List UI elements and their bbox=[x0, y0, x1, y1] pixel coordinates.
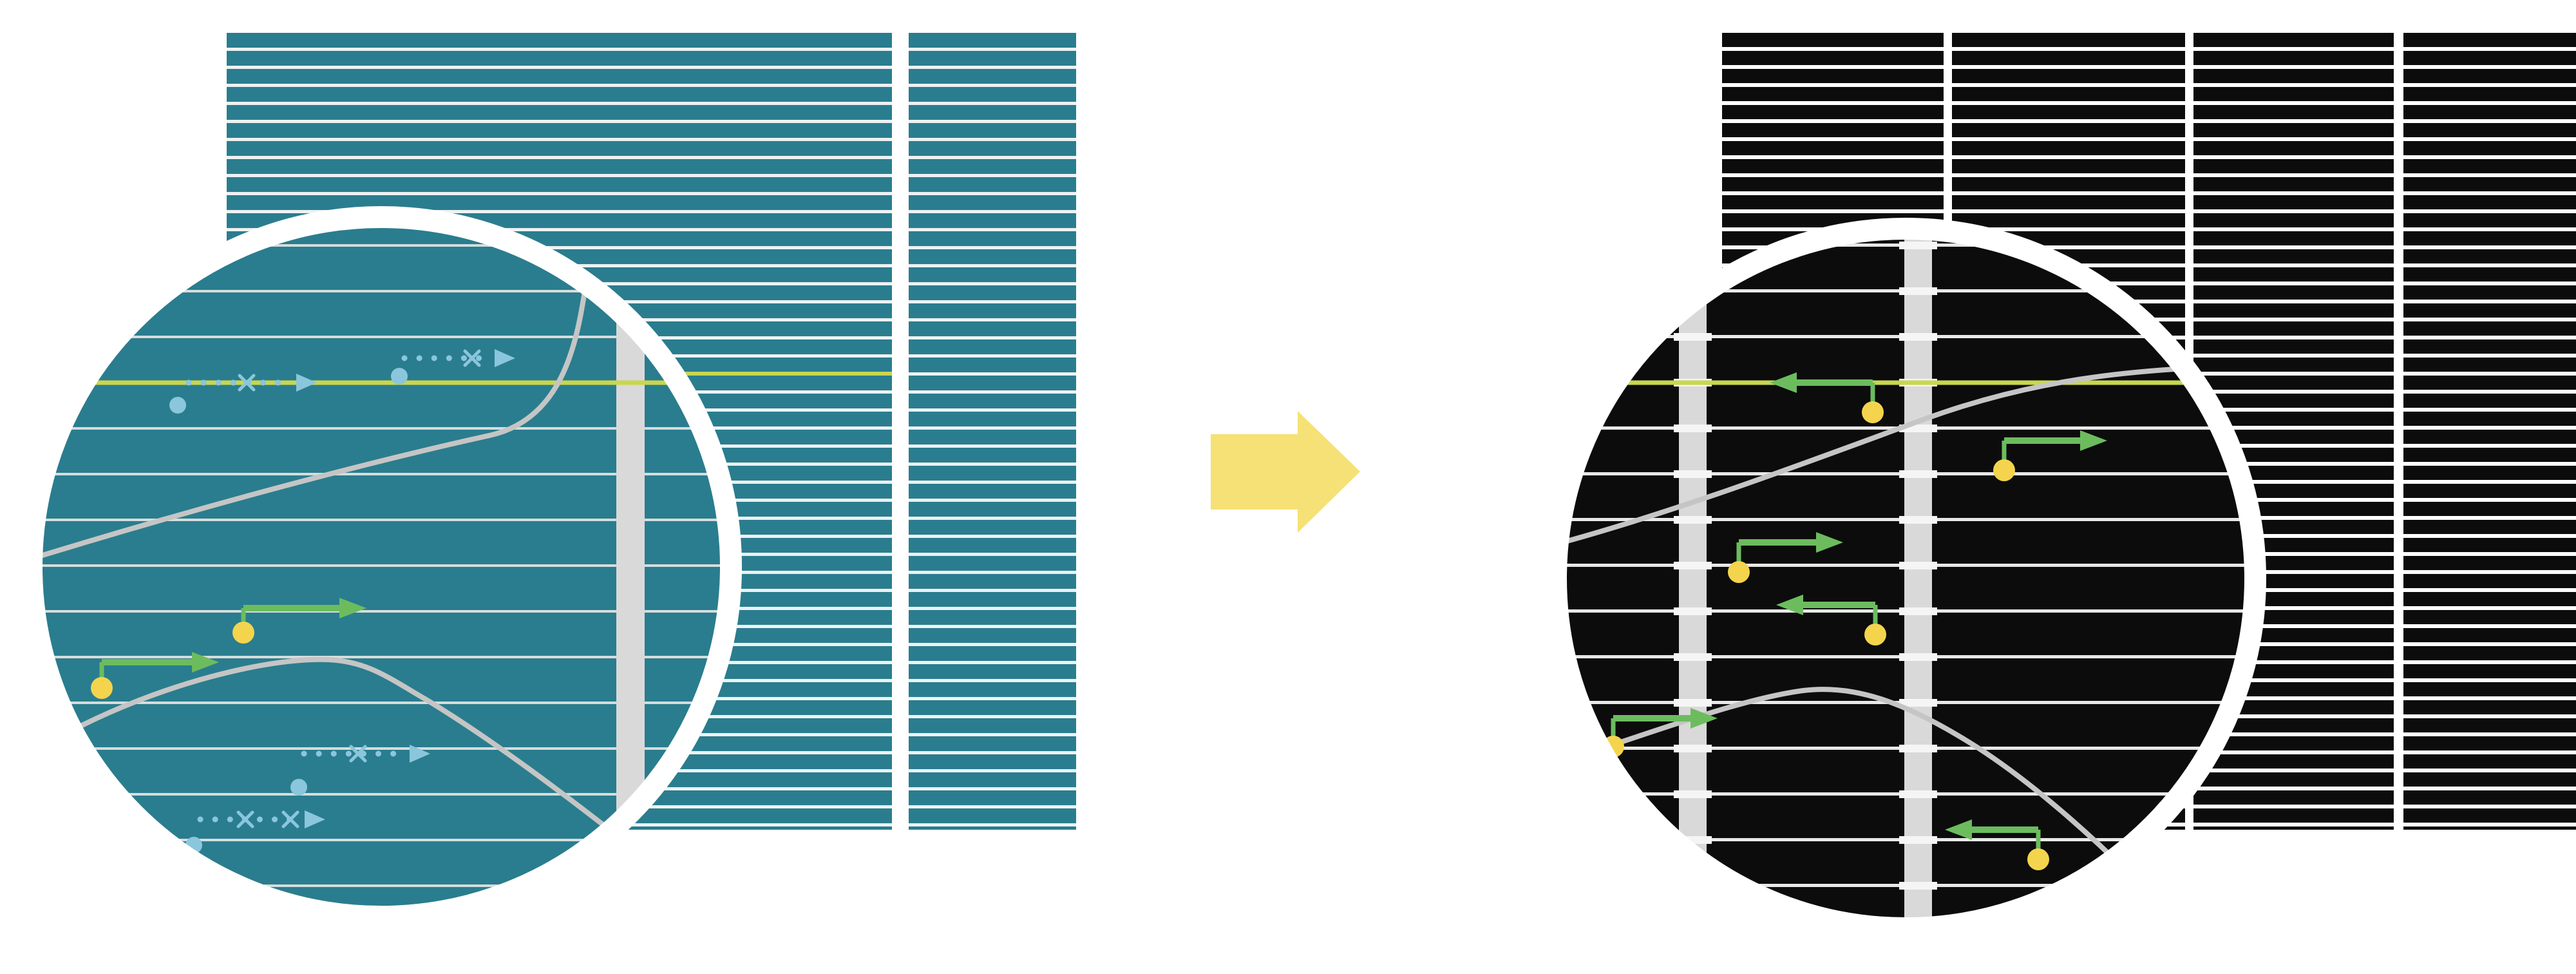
left-zoom-cell-surface bbox=[42, 227, 721, 906]
right-magnifier-content bbox=[1566, 239, 2245, 918]
carrier-arrow bbox=[1993, 430, 2107, 481]
electron-dot bbox=[290, 779, 307, 796]
carrier-dot bbox=[1993, 459, 2015, 481]
recombination-x-icon bbox=[463, 349, 481, 367]
electron-path bbox=[169, 374, 317, 414]
left-magnifier-content bbox=[42, 227, 721, 906]
arrowhead-icon bbox=[1770, 372, 1797, 393]
carrier-dot bbox=[2027, 848, 2049, 870]
arrowhead-icon bbox=[192, 652, 219, 673]
recombination-x-icon bbox=[238, 374, 256, 392]
carrier-arrow bbox=[232, 598, 366, 644]
carrier-dot bbox=[1728, 561, 1750, 583]
arrowhead-icon bbox=[1816, 532, 1843, 553]
right-zoom-busbar-1-ticks bbox=[1674, 239, 1712, 918]
arrowhead-icon bbox=[410, 745, 430, 763]
arrowhead-icon bbox=[1776, 595, 1803, 615]
grain-boundary bbox=[1566, 363, 2245, 547]
carrier-arrow bbox=[1776, 595, 1886, 645]
right-carrier-arrows bbox=[1602, 372, 2107, 870]
carrier-dot bbox=[1864, 624, 1886, 645]
left-carrier-arrows bbox=[91, 598, 366, 699]
arrowhead-icon bbox=[495, 349, 515, 367]
recombination-x-icon bbox=[349, 745, 367, 763]
electron-path bbox=[185, 810, 325, 854]
right-zoom-busbar-2-ticks bbox=[1899, 239, 1937, 918]
right-magnifier-ring bbox=[1545, 218, 2266, 939]
carrier-arrow bbox=[91, 652, 219, 699]
electron-dot bbox=[391, 368, 408, 385]
transform-arrow-icon bbox=[1211, 411, 1360, 533]
grain-boundary bbox=[1566, 687, 2134, 879]
left-magnifier bbox=[21, 206, 742, 928]
arrowhead-icon bbox=[296, 374, 317, 392]
recombination-x-icon bbox=[281, 810, 299, 828]
electron-path bbox=[290, 745, 430, 796]
arrowhead-icon bbox=[305, 810, 325, 828]
arrowhead-icon bbox=[1945, 819, 1972, 840]
carrier-arrow bbox=[1770, 372, 1884, 423]
right-magnifier bbox=[1545, 218, 2266, 939]
arrowhead-icon bbox=[2080, 430, 2107, 451]
arrowhead-icon bbox=[339, 598, 366, 618]
carrier-dot bbox=[232, 622, 254, 644]
left-magnifier-ring bbox=[21, 206, 742, 928]
carrier-arrow bbox=[1728, 532, 1843, 583]
left-cell-edge-segment bbox=[909, 33, 1076, 830]
left-electron-paths bbox=[169, 349, 515, 854]
carrier-arrow bbox=[1945, 819, 2049, 870]
carrier-dot bbox=[1862, 401, 1884, 423]
carrier-dot bbox=[91, 677, 113, 699]
electron-dot bbox=[169, 397, 186, 414]
right-cell-segment-4 bbox=[2403, 33, 2576, 830]
electron-path bbox=[391, 349, 515, 385]
arrowhead-icon bbox=[1690, 708, 1718, 729]
recombination-x-icon bbox=[236, 810, 254, 828]
grain-boundary bbox=[62, 656, 647, 859]
